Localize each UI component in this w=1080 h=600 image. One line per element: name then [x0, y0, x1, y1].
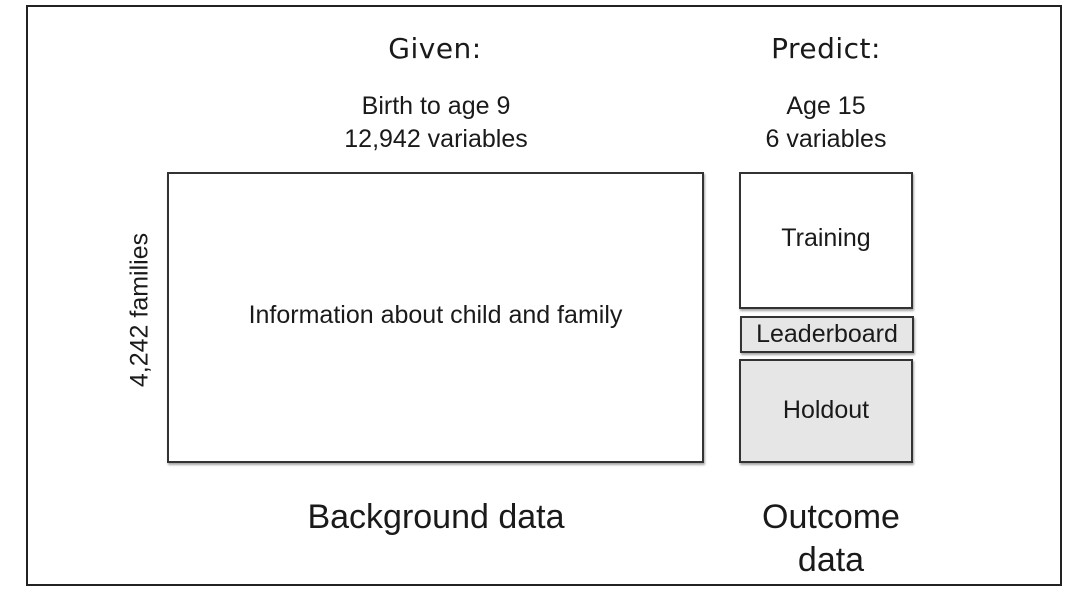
- predict-heading: Predict:: [771, 32, 881, 65]
- outcome-data-caption-line2: data: [797, 541, 865, 579]
- background-data-box: Information about child and family: [167, 172, 704, 463]
- families-label: 4,242 families: [125, 232, 154, 388]
- background-data-box-label: Information about child and family: [248, 300, 623, 329]
- predict-period: Age 15: [786, 92, 866, 120]
- training-box-label: Training: [781, 223, 871, 252]
- leaderboard-box: Leaderboard: [740, 316, 914, 353]
- training-box: Training: [739, 172, 913, 309]
- holdout-box: Holdout: [739, 359, 913, 463]
- predict-variables: 6 variables: [765, 125, 887, 153]
- leaderboard-box-label: Leaderboard: [756, 320, 898, 348]
- given-period: Birth to age 9: [361, 92, 511, 120]
- holdout-box-label: Holdout: [782, 395, 870, 424]
- diagram-frame: [26, 5, 1062, 586]
- outcome-data-caption-line1: Outcome: [762, 498, 900, 536]
- given-variables: 12,942 variables: [344, 125, 528, 153]
- given-heading: Given:: [388, 32, 482, 65]
- background-data-caption: Background data: [307, 498, 565, 536]
